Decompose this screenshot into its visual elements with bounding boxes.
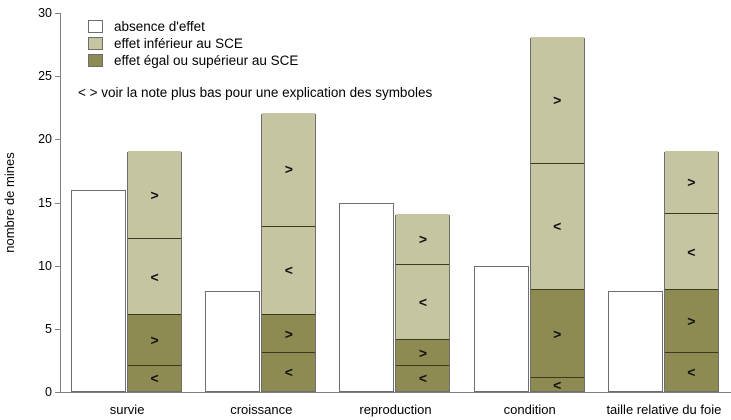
y-tick-mark <box>55 202 60 204</box>
y-tick-mark <box>55 139 60 141</box>
segment-symbol: > <box>553 325 562 342</box>
bar-segment: > <box>128 150 182 240</box>
bar-segment: > <box>396 214 450 265</box>
y-tick-label: 15 <box>38 195 52 210</box>
plot-area: 0 5 10 15 20 25 30 < > < > < > < > < > < > < > < > < > < > survie… <box>38 7 731 417</box>
bar-segment: < <box>396 365 450 391</box>
segment-symbol: < <box>284 262 293 279</box>
y-tick-mark <box>55 76 60 78</box>
y-tick-mark <box>55 265 60 267</box>
segment-symbol: > <box>418 230 428 247</box>
legend-label: absence d'effet <box>114 19 205 34</box>
bar-group: < > < > <box>60 13 194 392</box>
bar-segment: < <box>530 163 584 290</box>
legend-item: effet inférieur au SCE <box>88 35 508 52</box>
bar-segment: < <box>128 365 182 391</box>
bar-segment: < <box>664 353 718 391</box>
segment-symbol: > <box>284 325 293 342</box>
bar-segment: > <box>664 289 718 354</box>
segment-symbol: > <box>687 313 696 330</box>
x-axis-label: taille relative du foie <box>606 402 722 417</box>
bar-group: < > < > <box>463 13 597 392</box>
bar-group: < > < > <box>328 13 462 392</box>
y-axis-title: nombre de mines <box>2 152 17 253</box>
bar-segment: < <box>262 226 316 316</box>
bar-segment: > <box>530 37 584 164</box>
x-axis-label: reproduction <box>359 402 432 417</box>
legend-swatch <box>88 20 103 33</box>
segment-symbol: < <box>150 268 159 285</box>
segment-symbol: < <box>553 376 562 393</box>
legend-swatch <box>88 37 103 50</box>
bar-stacked-effet: < > < > <box>261 113 317 392</box>
segment-symbol: < <box>687 243 696 260</box>
x-axis-label: survie <box>109 402 145 417</box>
y-tick-label: 30 <box>38 5 52 20</box>
legend-swatch <box>88 54 103 67</box>
legend-label: effet inférieur au SCE <box>114 36 243 51</box>
segment-symbol: < <box>150 370 159 387</box>
segment-symbol: < <box>418 294 428 311</box>
bar-segment: < <box>128 239 182 316</box>
bar-segment: < <box>396 264 450 341</box>
y-tick-label: 25 <box>38 68 52 83</box>
segment-symbol: > <box>150 331 159 348</box>
bar-stacked-effet: < > < > <box>127 150 183 392</box>
legend-label: effet égal ou supérieur au SCE <box>114 53 299 68</box>
x-axis-label: condition <box>503 402 556 417</box>
x-axis-label: croissance <box>230 402 293 417</box>
segment-symbol: > <box>687 174 696 191</box>
legend-item: absence d'effet <box>88 18 508 35</box>
legend-item: effet égal ou supérieur au SCE <box>88 52 508 69</box>
bar-segment: > <box>530 289 584 379</box>
bar-segment: > <box>262 315 316 354</box>
legend: absence d'effet effet inférieur au SCE eff… <box>88 18 508 69</box>
bar-segment: > <box>664 150 718 215</box>
bar-absence-deffet <box>339 202 395 392</box>
bar-stacked-effet: < > < > <box>663 150 719 392</box>
bar-segment: > <box>128 315 182 366</box>
segment-symbol: < <box>687 364 696 381</box>
bar-absence-deffet <box>205 290 261 392</box>
bar-group: < > < > <box>597 13 731 392</box>
bar-group: < > < > <box>194 13 328 392</box>
legend-note: < > voir la note plus bas pour une expli… <box>78 85 433 100</box>
segment-symbol: > <box>150 186 159 203</box>
y-tick-label: 10 <box>38 258 52 273</box>
y-tick-mark <box>55 328 60 330</box>
bar-absence-deffet <box>473 265 529 392</box>
segment-symbol: < <box>553 218 562 235</box>
y-tick-label: 5 <box>45 321 52 336</box>
segment-symbol: > <box>284 161 293 178</box>
bar-absence-deffet <box>607 290 663 392</box>
y-tick-mark <box>55 13 60 14</box>
segment-symbol: < <box>418 370 428 387</box>
bar-stacked-effet: < > < > <box>395 214 451 392</box>
y-axis-line <box>60 13 61 392</box>
y-tick-label: 0 <box>45 384 52 399</box>
bar-segment: > <box>396 340 450 366</box>
bar-segment: < <box>530 376 584 393</box>
bar-segment: < <box>262 353 316 391</box>
bar-absence-deffet <box>71 189 127 392</box>
bar-stacked-effet: < > < > <box>529 37 585 393</box>
segment-symbol: > <box>418 344 428 361</box>
segment-symbol: < <box>284 364 293 381</box>
y-tick-mark <box>55 392 60 393</box>
y-tick-label: 20 <box>38 132 52 147</box>
segment-symbol: > <box>553 91 562 108</box>
bar-segment: > <box>262 113 316 227</box>
x-axis-line <box>60 392 731 393</box>
bar-segment: < <box>664 214 718 290</box>
